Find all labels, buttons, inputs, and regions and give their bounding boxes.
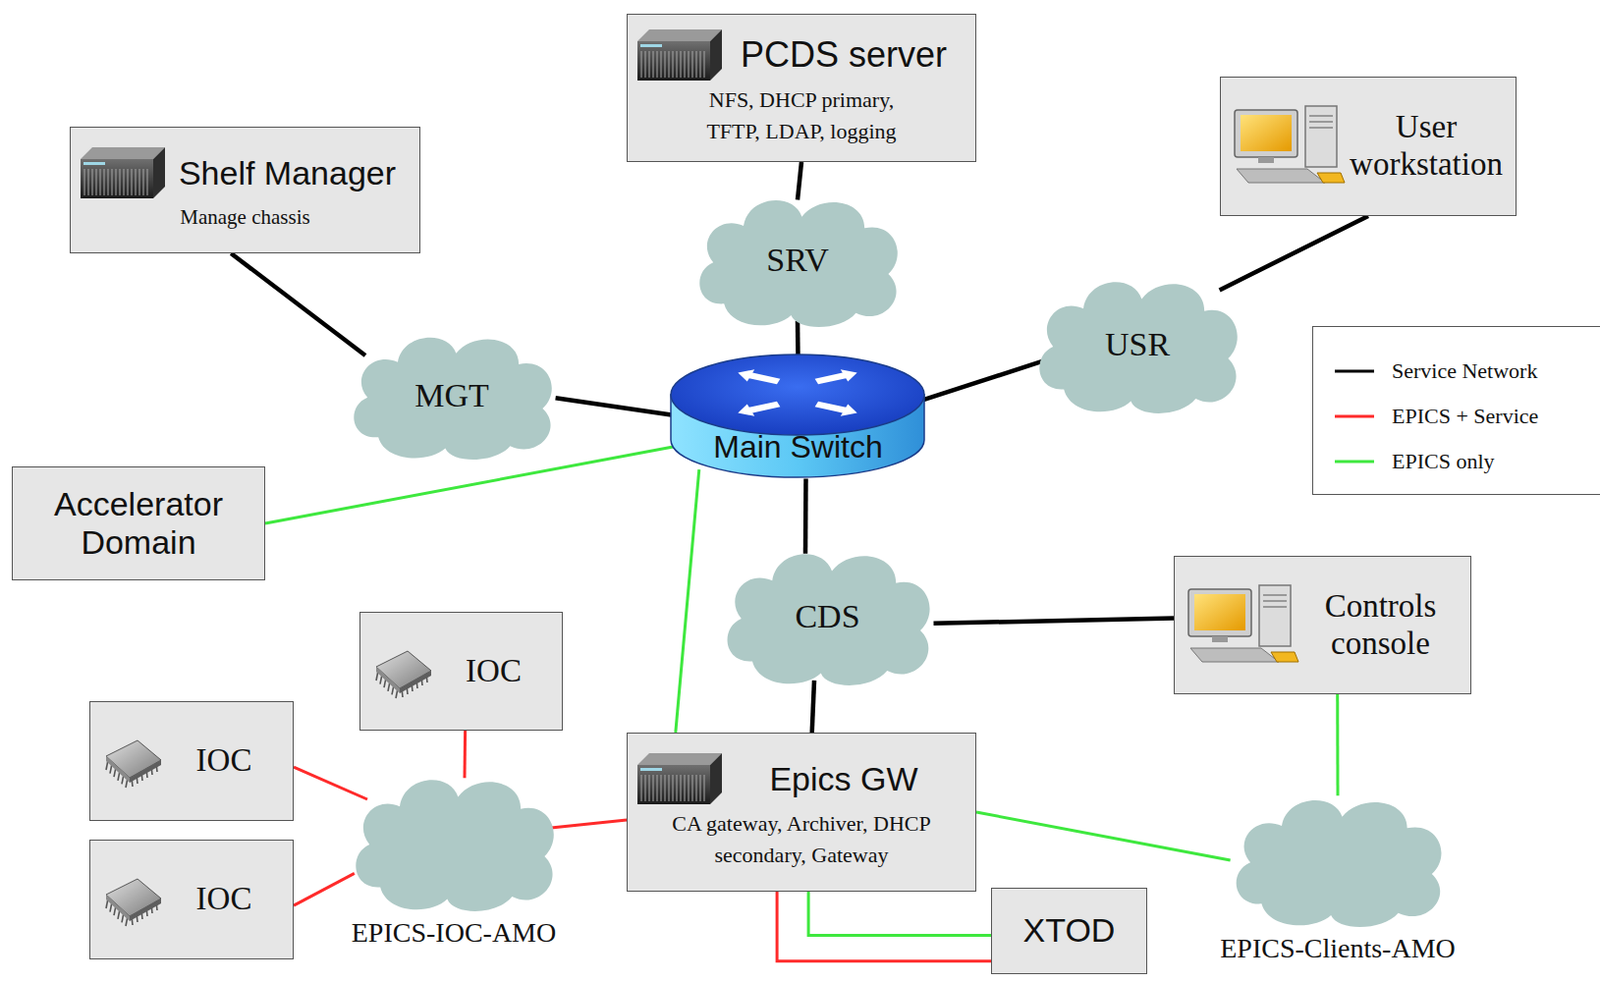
box-heading-row: User workstation xyxy=(1230,104,1506,189)
network-link xyxy=(1219,216,1369,290)
box-heading-row: Controls console xyxy=(1184,583,1461,668)
network-link xyxy=(293,873,355,906)
box-heading-row: Accelerator Domain xyxy=(22,485,255,562)
legend-line xyxy=(1334,411,1375,422)
box-description: Manage chassis xyxy=(179,202,310,232)
box-title: Controls console xyxy=(1300,588,1461,663)
legend-row: EPICS only xyxy=(1334,439,1600,485)
computer-icon xyxy=(1230,104,1347,189)
network-name: EPICS-Clients-AMO xyxy=(1219,933,1456,965)
box-title: XTOD xyxy=(1001,911,1137,950)
box-title: IOC xyxy=(165,742,283,780)
device-box: Shelf ManagerManage chassis xyxy=(69,126,421,254)
box-description: NFS, DHCP primary, TFTP, LDAP, logging xyxy=(686,84,918,148)
network-name: SRV xyxy=(766,241,828,279)
network-name: USR xyxy=(1104,326,1170,364)
box-title: PCDS server xyxy=(721,34,966,75)
network-link xyxy=(293,767,368,800)
box-title: IOC xyxy=(435,653,552,691)
computer-icon xyxy=(1184,583,1301,668)
network-link xyxy=(1335,694,1339,796)
box-heading-row: IOC xyxy=(370,643,552,701)
network-link xyxy=(803,478,809,553)
box-heading-row: PCDS server xyxy=(637,29,966,81)
network-cloud: USR xyxy=(1029,273,1246,416)
legend-box: Service NetworkEPICS + ServiceEPICS only xyxy=(1312,326,1600,496)
network-name: MGT xyxy=(414,377,490,415)
device-box: PCDS serverNFS, DHCP primary, TFTP, LDAP… xyxy=(626,13,977,163)
switch-label: Main Switch xyxy=(713,429,883,466)
server-icon xyxy=(80,147,166,199)
legend-line xyxy=(1334,456,1375,467)
network-link xyxy=(934,618,1175,624)
device-box: IOC xyxy=(359,611,563,731)
network-link xyxy=(555,397,674,416)
device-box: Epics GW CA gateway, Archiver, DHCP secon… xyxy=(626,732,977,892)
device-box: IOC xyxy=(89,701,294,822)
chip-icon xyxy=(100,871,166,929)
legend-text: EPICS only xyxy=(1391,448,1495,475)
network-link xyxy=(776,891,992,962)
box-heading-row: IOC xyxy=(100,871,283,929)
network-link xyxy=(675,469,700,733)
network-name: CDS xyxy=(794,598,860,636)
box-heading-row: Epics GW xyxy=(637,753,966,805)
box-title: Accelerator Domain xyxy=(22,485,255,562)
box-title: User workstation xyxy=(1346,109,1506,184)
box-heading-row: Shelf Manager xyxy=(80,147,410,199)
legend-line-sample xyxy=(1334,370,1375,374)
network-link xyxy=(808,891,992,936)
device-box: IOC xyxy=(89,839,294,960)
chip-icon xyxy=(100,732,166,790)
network-link xyxy=(463,730,468,778)
legend-text: EPICS + Service xyxy=(1391,403,1539,430)
network-link xyxy=(795,321,801,359)
server-icon xyxy=(637,753,722,805)
box-title: Shelf Manager xyxy=(165,154,410,193)
network-cloud: EPICS-Clients-AMO xyxy=(1225,791,1450,930)
legend-row: EPICS + Service xyxy=(1334,393,1600,440)
legend-row: Service Network xyxy=(1334,348,1600,394)
cloud-shape xyxy=(1225,791,1450,930)
device-box: User workstation xyxy=(1219,76,1517,217)
legend-line-sample xyxy=(1334,460,1375,464)
network-link xyxy=(551,820,627,828)
device-box: Controls console xyxy=(1173,555,1472,695)
legend-line-sample xyxy=(1334,415,1375,419)
device-box: XTOD xyxy=(991,887,1148,975)
network-link xyxy=(230,253,366,356)
network-cloud: CDS xyxy=(717,545,938,688)
network-link xyxy=(976,812,1231,861)
box-description: CA gateway, Archiver, DHCP secondary, Ga… xyxy=(639,808,964,872)
network-link xyxy=(812,680,815,733)
server-icon xyxy=(637,29,722,81)
network-switch: Main Switch xyxy=(667,351,929,482)
network-name: EPICS-IOC-AMO xyxy=(351,917,556,949)
box-title: Epics GW xyxy=(721,760,966,799)
network-link xyxy=(797,162,802,200)
box-title: IOC xyxy=(165,881,283,919)
device-box: Accelerator Domain xyxy=(11,466,266,581)
cloud-shape xyxy=(345,771,562,914)
network-cloud: SRV xyxy=(689,191,906,330)
box-heading-row: XTOD xyxy=(1001,911,1137,950)
network-cloud: MGT xyxy=(343,329,560,462)
network-cloud: EPICS-IOC-AMO xyxy=(345,771,562,914)
legend-line xyxy=(1334,366,1375,377)
network-link xyxy=(920,361,1043,401)
box-heading-row: IOC xyxy=(100,732,283,790)
chip-icon xyxy=(370,643,436,701)
legend-text: Service Network xyxy=(1391,358,1538,385)
